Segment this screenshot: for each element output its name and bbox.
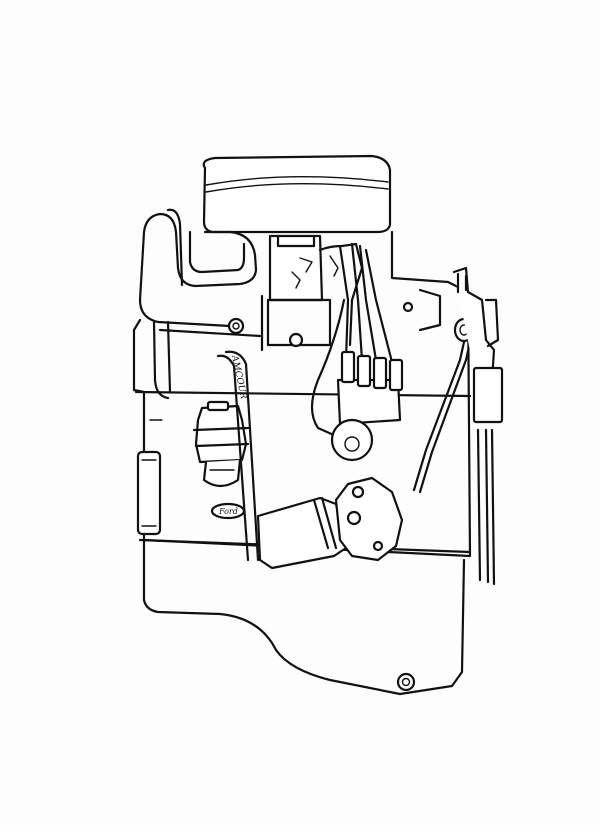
breather-hoses [138,208,262,400]
air-cleaner [202,154,392,234]
ford-badge-text: Ford [218,507,238,516]
oil-pan [142,538,466,696]
water-pump [452,266,504,586]
ford-badge: Ford [210,502,246,520]
starter-motor [256,476,404,570]
oil-dipstick [412,317,475,494]
carburetor [260,234,332,352]
side-cover [136,450,162,536]
distributor [310,242,404,462]
